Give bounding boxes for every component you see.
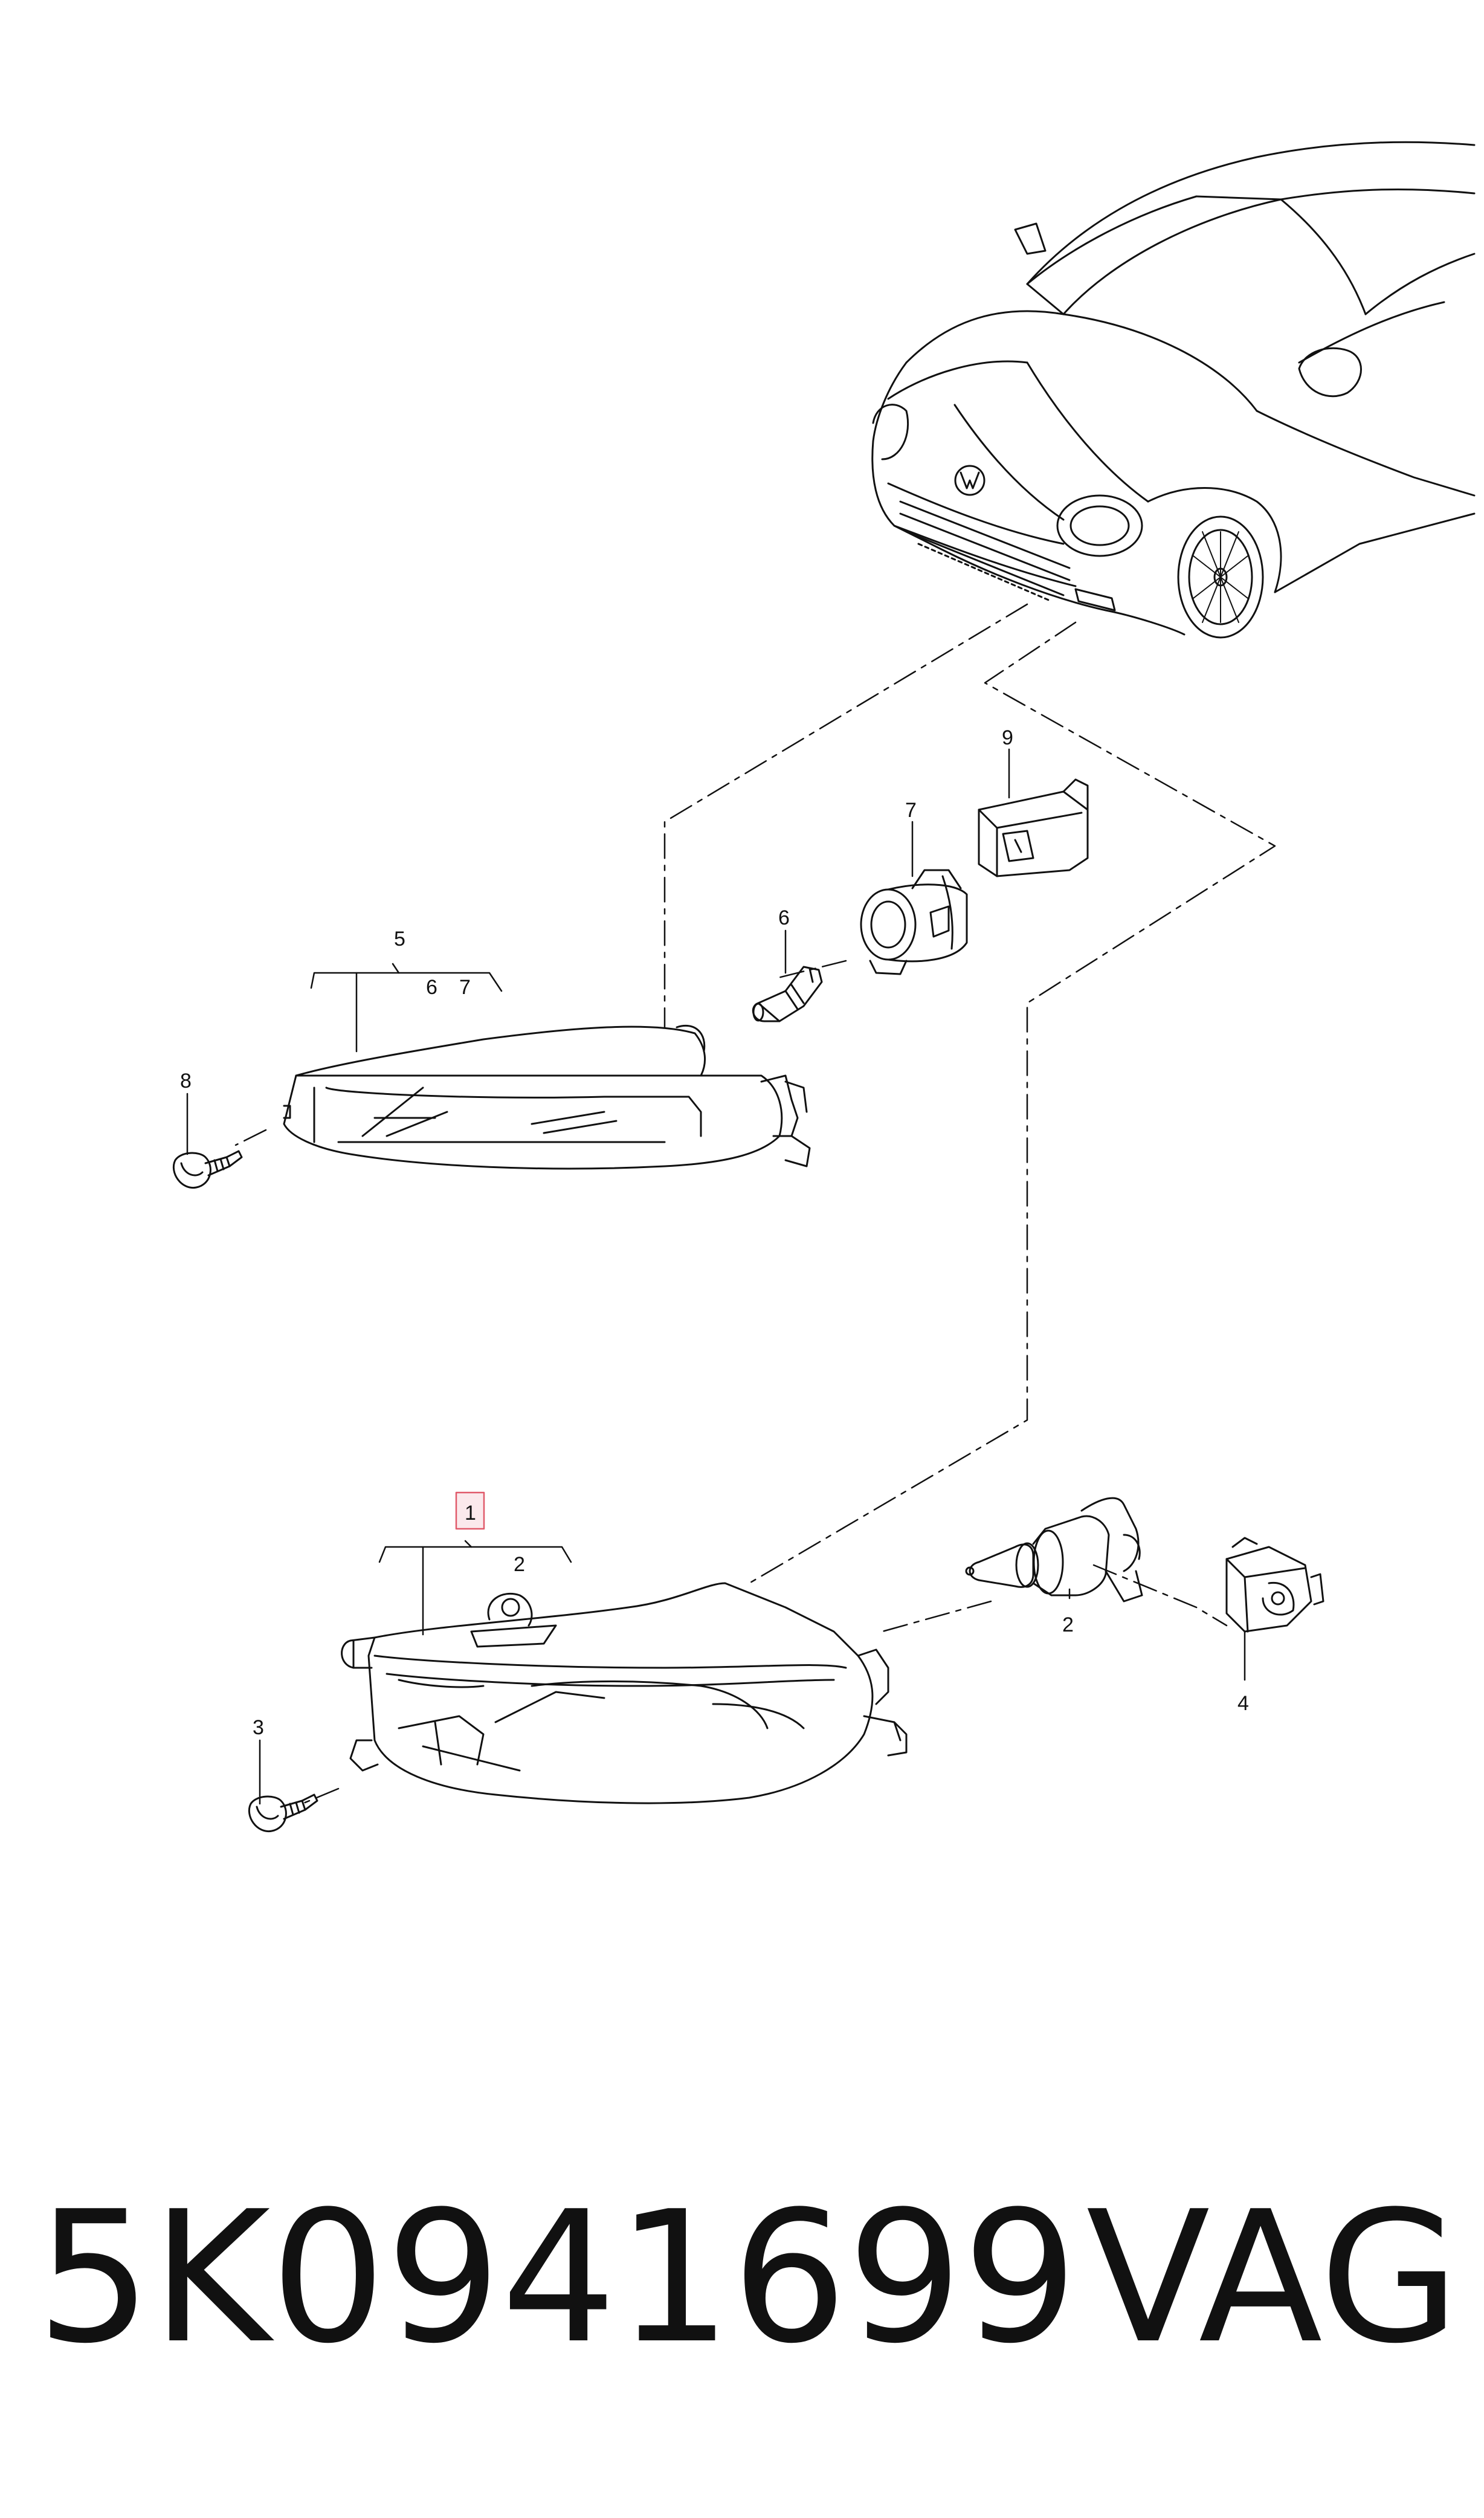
- headlight-right: [1056, 494, 1143, 557]
- part-number: 5K0941699: [36, 2172, 1078, 2383]
- callout-labels: 1 2 2 3 4 5 6 6 7 7 8 9: [180, 726, 1249, 1739]
- brand-label: VAG: [1086, 2172, 1460, 2383]
- callout-7-socket: 7: [905, 799, 917, 822]
- callout-1: 1: [465, 1502, 476, 1525]
- callout-2-fog-bracket: 2: [514, 1553, 525, 1576]
- callout-4: 4: [1237, 1692, 1249, 1715]
- fog-lamp-assembly: [341, 1582, 908, 1804]
- callout-leaders: [186, 748, 1246, 1805]
- fog-lamp-connector: [1225, 1537, 1324, 1633]
- car-illustration: [871, 141, 1476, 639]
- footer: 5K0941699 VAG: [0, 2151, 1484, 2405]
- vw-logo-icon: [954, 465, 986, 496]
- screw-8: [172, 1150, 243, 1189]
- callout-8: 8: [180, 1070, 192, 1093]
- callout-6-bulb: 6: [778, 906, 790, 929]
- callout-7-bracket: 7: [459, 976, 471, 999]
- callout-1-highlight: [455, 1491, 485, 1530]
- leader-lines: [234, 603, 1276, 1805]
- small-bulb: [752, 966, 823, 1022]
- turn-signal-lamp: [283, 1024, 811, 1170]
- mirror-shape: [1298, 347, 1362, 398]
- upper-connector: [978, 778, 1089, 877]
- bulb-socket: [860, 869, 968, 975]
- screw-3: [248, 1793, 318, 1832]
- wheel-icon: [1177, 515, 1264, 639]
- callout-9: 9: [1002, 726, 1013, 749]
- callout-3: 3: [253, 1716, 264, 1739]
- callout-2-bulb: 2: [1062, 1613, 1074, 1636]
- halogen-bulb: [965, 1497, 1143, 1603]
- callout-5: 5: [394, 928, 405, 951]
- callout-6-bracket: 6: [426, 976, 437, 999]
